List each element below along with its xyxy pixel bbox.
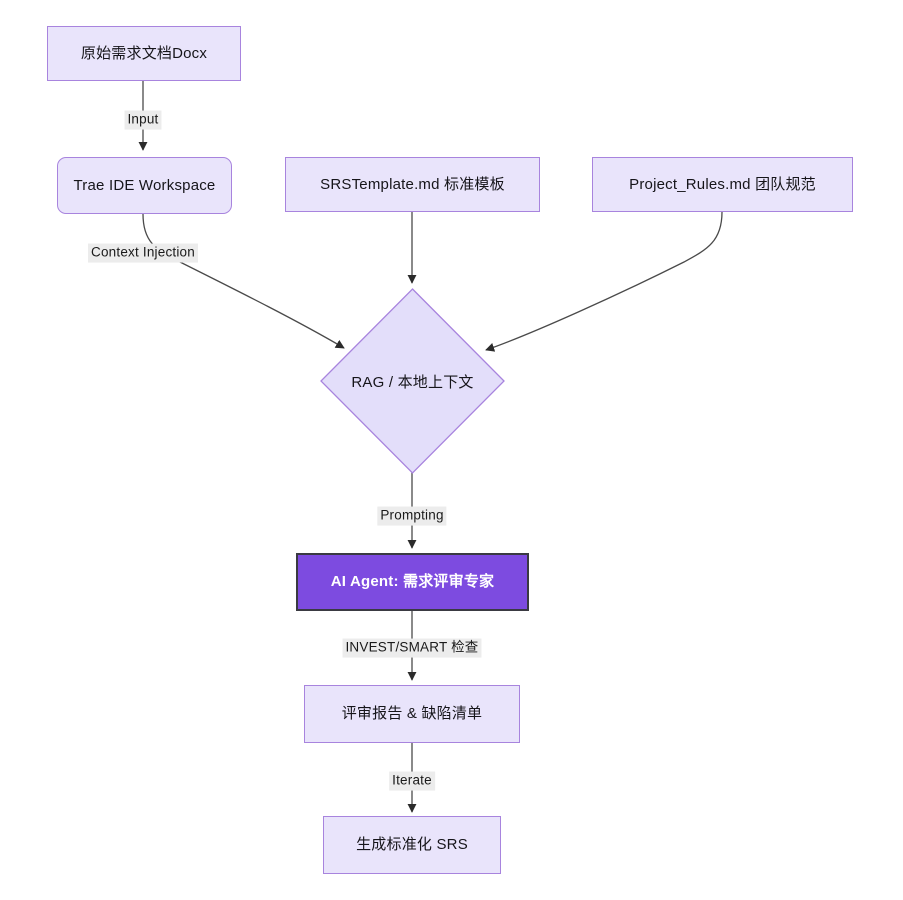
node-project-rules[interactable]: Project_Rules.md 团队规范 [592,157,853,212]
edge-label-text: Input [127,111,159,127]
node-label: 原始需求文档Docx [80,44,208,62]
node-ai-agent-requirements-reviewer[interactable]: AI Agent: 需求评审专家 [296,553,529,611]
edge-label-input: Input [124,110,162,130]
node-label: Trae IDE Workspace [73,176,216,194]
node-label: AI Agent: 需求评审专家 [330,573,495,590]
edge-label-iterate: Iterate [389,771,435,791]
edge-label-text: Prompting [380,507,444,523]
node-label: SRSTemplate.md 标准模板 [320,175,505,193]
node-label: 生成标准化 SRS [356,836,468,853]
edge-label-context-injection: Context Injection [88,243,198,263]
node-trae-ide-workspace[interactable]: Trae IDE Workspace [57,157,232,214]
edge-label-text: Context Injection [91,244,195,260]
node-source-requirements-doc[interactable]: 原始需求文档Docx [47,26,241,81]
edge-label-prompting: Prompting [377,506,447,526]
edge-trae-to-rag [142,213,345,349]
node-rag-local-context[interactable]: RAG / 本地上下文 [320,288,505,474]
diamond-shape [320,288,505,474]
node-review-report-defect-list[interactable]: 评审报告 & 缺陷清单 [304,685,520,743]
edge-label-text: INVEST/SMART 检查 [345,639,479,655]
node-srs-template[interactable]: SRSTemplate.md 标准模板 [285,157,540,212]
node-label: Project_Rules.md 团队规范 [629,175,816,193]
edge-label-text: Iterate [392,772,432,788]
node-label: RAG / 本地上下文 [351,373,474,391]
edge-rules-to-rag [485,211,723,352]
edge-label-invest-smart-check: INVEST/SMART 检查 [342,638,482,658]
node-label: 评审报告 & 缺陷清单 [341,705,483,722]
node-generate-standardized-srs[interactable]: 生成标准化 SRS [323,816,501,874]
